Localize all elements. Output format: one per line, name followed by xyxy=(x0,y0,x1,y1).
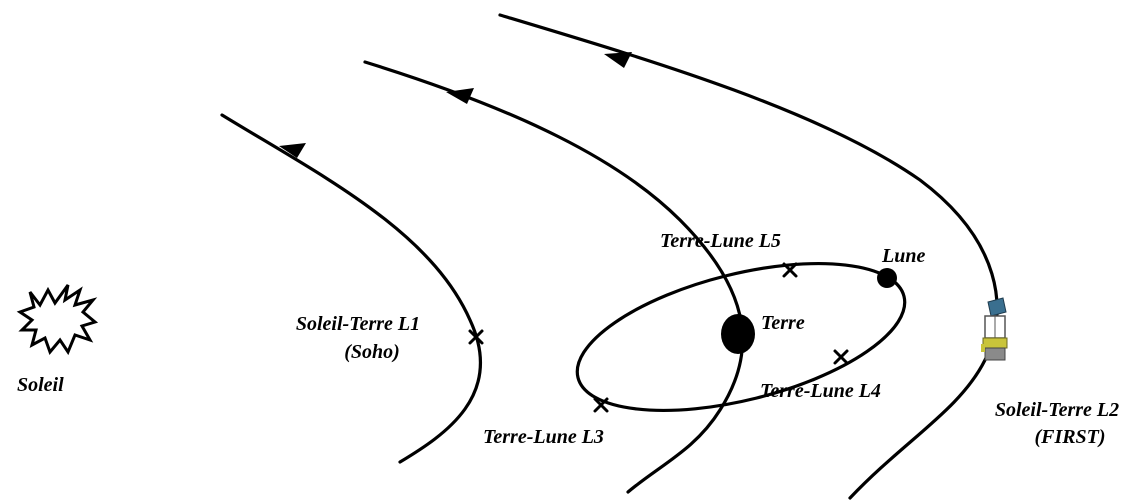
orbit-outer-path xyxy=(498,13,999,500)
l1-note-label: (Soho) xyxy=(344,341,400,363)
tl-l3-label: Terre-Lune L3 xyxy=(483,426,604,448)
orbit-inner-arrow xyxy=(279,143,306,158)
orbit-middle-path xyxy=(363,60,745,494)
sun-burst-icon xyxy=(16,284,99,356)
tl-l4-cross-marker xyxy=(833,349,849,365)
terre-label: Terre xyxy=(761,312,805,334)
moon-orbit-ellipse xyxy=(575,261,907,413)
l1-label: Soleil-Terre L1 xyxy=(296,313,420,335)
moon-marker xyxy=(877,268,897,288)
orbit-inner-path xyxy=(220,113,483,464)
earth-marker xyxy=(721,314,755,354)
orbit-middle-arrow xyxy=(446,88,474,104)
tl-l5-cross-marker xyxy=(782,262,798,278)
orbit-outer-arrow xyxy=(604,52,632,68)
spacecraft-icon xyxy=(981,297,1008,361)
l2-label: Soleil-Terre L2 xyxy=(995,399,1119,421)
l1-cross-marker xyxy=(468,329,484,345)
tl-l3-cross-marker xyxy=(593,397,609,413)
tl-l5-label: Terre-Lune L5 xyxy=(660,230,781,252)
lune-label: Lune xyxy=(881,245,925,267)
l2-note-label: (FIRST) xyxy=(1034,426,1105,448)
soleil-label: Soleil xyxy=(17,374,64,396)
tl-l4-label: Terre-Lune L4 xyxy=(760,380,881,402)
